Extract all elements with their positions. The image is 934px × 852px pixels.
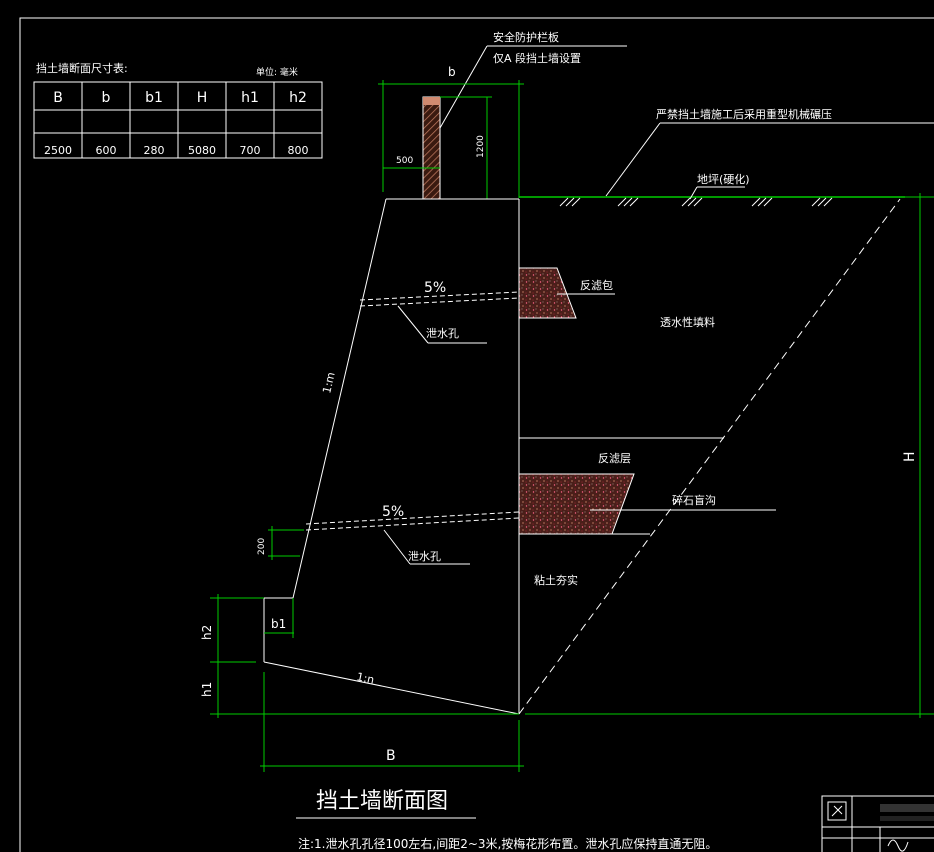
drain-pipe-top — [359, 291, 520, 307]
title-block-logo — [827, 801, 847, 821]
dim-b1: b1 — [271, 617, 286, 631]
dimension-table: 挡土墙断面尺寸表: 单位: 毫米 B b b1 H h1 h2 2500 600… — [33, 61, 323, 159]
table-title: 挡土墙断面尺寸表: — [36, 61, 128, 75]
gravel-drain — [518, 473, 635, 535]
backfill-slope — [518, 198, 901, 715]
guardrail-dimensions — [378, 80, 524, 199]
drain-bottom-label: 泄水孔 — [408, 550, 441, 563]
base-slope-label: 1:n — [355, 670, 375, 686]
table-value-B: 2500 — [44, 144, 72, 157]
permeable-fill-label: 透水性填料 — [660, 315, 715, 329]
dim-h1: h1 — [200, 682, 214, 697]
dim-B-lines — [260, 672, 524, 772]
dim-200-lines — [268, 526, 304, 560]
no-machine-note: 严禁挡土墙施工后采用重型机械碾压 — [656, 107, 832, 121]
drawing-frame — [19, 17, 934, 852]
dim-1200: 1200 — [476, 135, 486, 158]
table-value-b1: 280 — [144, 144, 165, 157]
slope-bottom-label: 5% — [382, 504, 404, 520]
dim-B: B — [386, 748, 396, 764]
drain-pipe-bottom — [305, 511, 520, 531]
table-value-b: 600 — [96, 144, 117, 157]
table-header-B: B — [53, 90, 63, 106]
title-block-company-mark — [880, 804, 934, 812]
dim-200: 200 — [257, 538, 267, 555]
clay-label: 粘土夯实 — [534, 573, 578, 587]
drawing-note: 注:1.泄水孔孔径100左右,间距2~3米,按梅花形布置。泄水孔应保持直通无阻。 — [298, 836, 717, 851]
signature-mark — [887, 839, 909, 852]
guardrail-label: 安全防护栏板 — [493, 30, 559, 44]
slope-top-label: 5% — [424, 280, 446, 296]
table-value-h2: 800 — [288, 144, 309, 157]
dim-b-top: b — [448, 65, 456, 79]
dim-h2: h2 — [200, 625, 214, 640]
filter-layer-label: 反滤层 — [598, 452, 631, 465]
filter-bag — [518, 267, 577, 319]
guardrail-note: 仅A 段挡土墙设置 — [493, 51, 581, 65]
filter-bag-label: 反滤包 — [580, 279, 613, 292]
table-header-b1: b1 — [145, 90, 163, 106]
table-header-h2: h2 — [289, 90, 307, 106]
title-block-subline-mark — [880, 816, 934, 821]
table-header-H: H — [197, 90, 208, 106]
ground-symbols — [559, 197, 833, 207]
drain-top-label: 泄水孔 — [426, 327, 459, 340]
drawing-title: 挡土墙断面图 — [316, 789, 448, 814]
guardrail: 安全防护栏板 仅A 段挡土墙设置 — [422, 30, 627, 200]
guardrail-cap — [423, 97, 440, 105]
dim-H: H — [902, 451, 918, 462]
table-value-h1: 700 — [240, 144, 261, 157]
batter-label: 1:m — [320, 371, 337, 395]
dim-500: 500 — [396, 156, 413, 166]
dim-h-lines — [210, 594, 519, 718]
table-unit: 单位: 毫米 — [256, 66, 298, 78]
title-block — [821, 795, 934, 852]
table-header-b: b — [102, 90, 111, 106]
table-value-H: 5080 — [188, 144, 216, 157]
dim-b1-lines — [264, 598, 294, 638]
ground-label: 地坪(硬化) — [697, 172, 750, 186]
guardrail-panel — [422, 96, 441, 200]
retaining-wall — [263, 198, 520, 715]
gravel-drain-label: 碎石盲沟 — [672, 493, 716, 507]
dim-H-lines — [525, 193, 934, 718]
table-header-h1: h1 — [241, 90, 259, 106]
